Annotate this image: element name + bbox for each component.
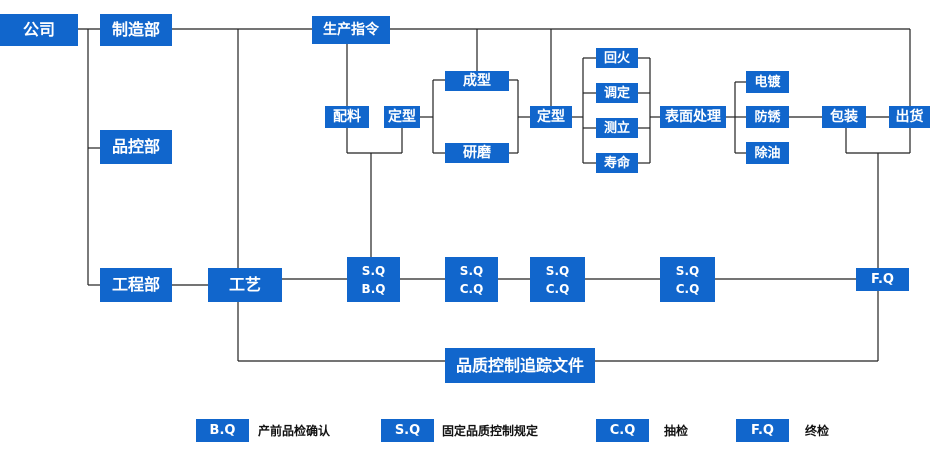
tempering-box: 回火 — [596, 48, 638, 68]
engineering-dept-box: 工程部 — [100, 268, 172, 302]
checkpoint-4-bottom: C.Q — [675, 281, 700, 296]
shaping-box-1: 定型 — [384, 106, 420, 128]
adjusting-box: 调定 — [596, 83, 638, 103]
shaping-box-2: 定型 — [530, 106, 572, 128]
forming-box: 成型 — [445, 71, 509, 91]
legend-code-fq: F.Q — [736, 419, 789, 442]
checkpoint-2-top: S.Q — [459, 263, 484, 278]
quality-dept-box: 品控部 — [100, 130, 172, 164]
checkpoint-4-top: S.Q — [675, 263, 700, 278]
surface-treatment-box: 表面处理 — [660, 106, 726, 128]
batching-box: 配料 — [325, 106, 369, 128]
checkpoint-1-top: S.Q — [361, 263, 386, 278]
antirust-box: 防锈 — [746, 106, 789, 128]
degreasing-box: 除油 — [746, 142, 789, 164]
checkpoint-3-top: S.Q — [545, 263, 570, 278]
process-box: 工艺 — [208, 268, 282, 302]
manufacturing-dept-box: 制造部 — [100, 14, 172, 46]
checkpoint-2: S.Q C.Q — [445, 257, 498, 302]
production-order-box: 生产指令 — [312, 16, 390, 44]
packing-box: 包装 — [822, 106, 866, 128]
company-box: 公司 — [0, 14, 78, 46]
final-check-box: F.Q — [856, 268, 909, 291]
legend-text-sq: 固定品质控制规定 — [442, 424, 539, 438]
plating-box: 电镀 — [746, 71, 789, 93]
legend-text-bq: 产前品检确认 — [258, 424, 331, 438]
legend-text-fq: 终检 — [805, 424, 830, 438]
checkpoint-1: S.Q B.Q — [347, 257, 400, 302]
quality-tracking-file-box: 品质控制追踪文件 — [445, 348, 595, 383]
checkpoint-2-bottom: C.Q — [459, 281, 484, 296]
grinding-box: 研磨 — [445, 143, 509, 163]
checkpoint-1-bottom: B.Q — [361, 281, 386, 296]
checkpoint-3: S.Q C.Q — [530, 257, 585, 302]
shipping-box: 出货 — [889, 106, 930, 128]
life-test-box: 寿命 — [596, 153, 638, 173]
legend-text-cq: 抽检 — [664, 424, 689, 438]
measuring-box: 测立 — [596, 118, 638, 138]
checkpoint-4: S.Q C.Q — [660, 257, 715, 302]
legend-code-bq: B.Q — [196, 419, 249, 442]
legend-code-cq: C.Q — [596, 419, 649, 442]
legend-code-sq: S.Q — [381, 419, 434, 442]
checkpoint-3-bottom: C.Q — [545, 281, 570, 296]
